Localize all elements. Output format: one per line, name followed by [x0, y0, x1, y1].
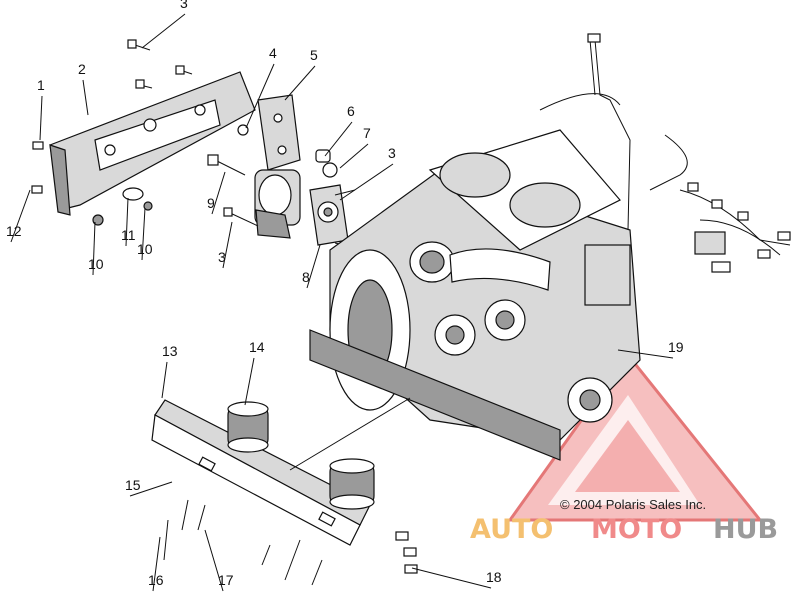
callout-leader-2 [82, 79, 89, 116]
callout-leader-10 [92, 221, 96, 276]
copyright-text: © 2004 Polaris Sales Inc. [560, 497, 706, 512]
callout-label-10: 10 [88, 256, 104, 272]
callout-leader-9 [211, 171, 226, 215]
callout-label-3: 3 [388, 145, 396, 161]
callout-leader-3 [339, 163, 394, 201]
bolts-part-3-top [127, 39, 193, 89]
callout-leader-13 [161, 361, 168, 399]
bottom-bolts [163, 499, 418, 586]
callout-label-12: 12 [6, 223, 22, 239]
watermark-moto: MOTO [591, 514, 682, 545]
callout-label-9: 9 [207, 195, 215, 211]
callout-label-8: 8 [302, 269, 310, 285]
callout-label-19: 19 [668, 339, 684, 355]
watermark-auto: AUTO [470, 514, 553, 545]
callout-leader-14 [244, 357, 255, 406]
callout-label-4: 4 [269, 45, 277, 61]
callout-label-1: 1 [37, 77, 45, 93]
callout-label-11: 11 [121, 227, 136, 243]
wiring-harness [679, 182, 791, 273]
callout-leader-5 [284, 65, 316, 101]
callout-label-3: 3 [218, 249, 226, 265]
callout-label-16: 16 [148, 572, 164, 588]
callout-label-5: 5 [310, 47, 318, 63]
callout-leader-1 [39, 95, 43, 141]
callout-leader-17 [204, 529, 224, 592]
callout-label-7: 7 [363, 125, 371, 141]
engine-block [309, 129, 641, 461]
callout-label-18: 18 [486, 569, 502, 585]
callout-label-10: 10 [137, 241, 153, 257]
rubber-mounts-part-14 [227, 401, 375, 510]
callout-leader-8 [306, 244, 321, 289]
callout-label-15: 15 [125, 477, 141, 493]
watermark-triangle-logo [507, 352, 764, 522]
callout-leader-3 [141, 13, 186, 49]
callout-leader-15 [129, 481, 173, 497]
callout-leader-4 [245, 63, 275, 129]
engine-mount-assembly [207, 149, 356, 248]
callout-leader-10 [141, 207, 146, 261]
callout-leader-16 [152, 536, 161, 592]
callout-label-13: 13 [162, 343, 178, 359]
callout-leader-12 [10, 189, 31, 243]
watermark-wordmark: AUTO MOTO HUB [470, 514, 778, 545]
callout-label-3: 3 [180, 0, 188, 11]
callout-leader-7 [339, 143, 369, 169]
callout-leader-11 [125, 197, 129, 247]
callout-label-6: 6 [347, 103, 355, 119]
bracket-plate-part-2 [49, 71, 256, 216]
callout-leader-18 [411, 567, 492, 589]
left-hardware [31, 141, 153, 226]
callout-leader-3 [222, 221, 233, 269]
callout-label-17: 17 [218, 572, 234, 588]
callout-label-2: 2 [78, 61, 86, 77]
callout-leader-6 [324, 121, 353, 157]
callout-label-14: 14 [249, 339, 265, 355]
mount-plate-part-5 [237, 94, 301, 171]
tube-frame [539, 33, 688, 231]
callout-leader-19 [617, 349, 674, 359]
watermark-hub: HUB [713, 514, 778, 545]
